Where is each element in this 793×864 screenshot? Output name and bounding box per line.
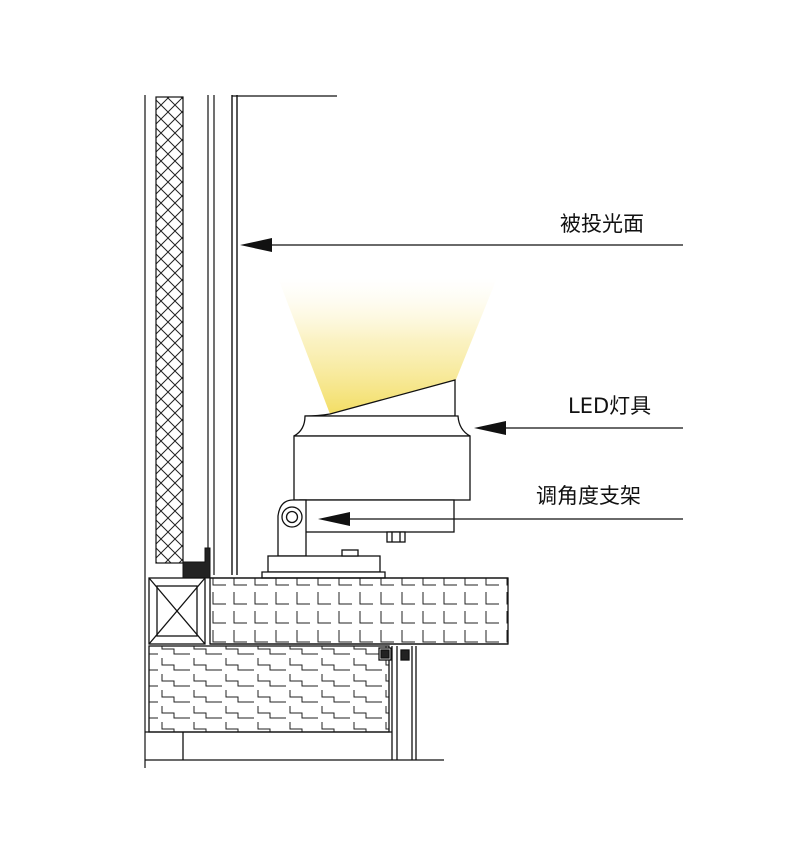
ledge-section — [145, 577, 509, 761]
wall-section — [144, 95, 337, 768]
leader-adjustable-bracket — [318, 512, 683, 526]
light-beam — [278, 278, 497, 414]
label-projected-surface: 被投光面 — [560, 212, 644, 236]
led-fixture — [293, 379, 471, 543]
leader-projected-surface — [240, 238, 683, 252]
angle-bracket — [261, 499, 386, 579]
label-led-fixture: LED灯具 — [568, 394, 652, 418]
leader-led-fixture — [474, 421, 683, 435]
label-adjustable-bracket: 调角度支架 — [536, 484, 641, 508]
